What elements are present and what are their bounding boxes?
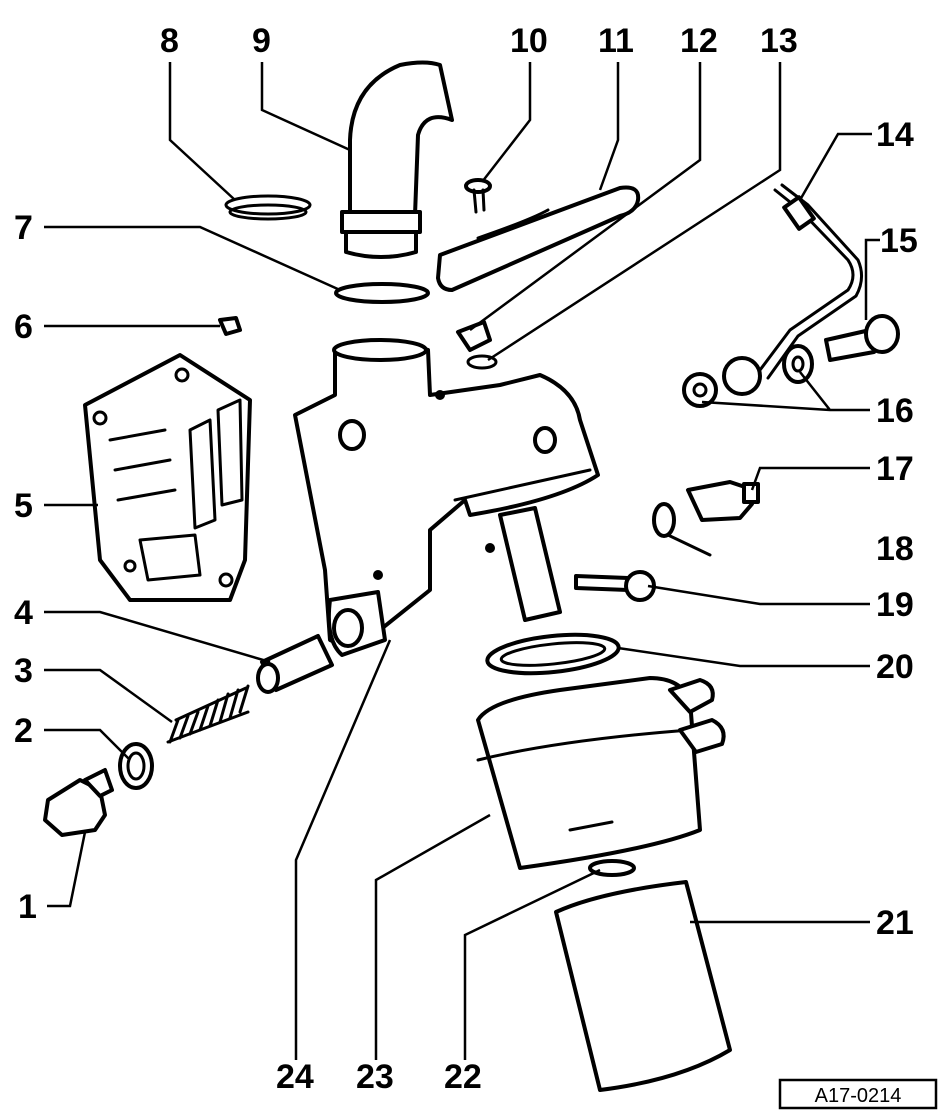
callout-18: 18	[876, 530, 914, 568]
part-21-filter	[554, 880, 732, 1092]
callout-15: 15	[880, 222, 918, 260]
part-9-elbow-pipe	[340, 60, 454, 259]
callout-1: 1	[18, 888, 37, 926]
callout-6: 6	[14, 308, 33, 346]
callout-22: 22	[444, 1058, 482, 1096]
callout-12: 12	[680, 22, 718, 60]
callout-4: 4	[14, 594, 33, 632]
part-11-hose	[436, 185, 641, 292]
callout-8: 8	[160, 22, 179, 60]
part-15-bolt	[824, 314, 900, 362]
callout-16: 16	[876, 392, 914, 430]
part-3-spring	[166, 684, 250, 744]
part-1-plug	[43, 768, 114, 837]
callout-10: 10	[510, 22, 548, 60]
callout-7: 7	[14, 209, 33, 247]
part-7-o-ring	[334, 282, 430, 304]
callout-24: 24	[276, 1058, 314, 1096]
part-4-sleeve	[256, 634, 334, 694]
callout-21: 21	[876, 904, 914, 942]
callout-23: 23	[356, 1058, 394, 1096]
callout-3: 3	[14, 652, 33, 690]
callout-19: 19	[876, 586, 914, 624]
part-16-seals	[682, 344, 814, 408]
callout-14: 14	[876, 116, 914, 154]
part-2-seal	[118, 742, 154, 790]
part-19-bolt	[574, 570, 656, 602]
part-13-ring	[466, 354, 498, 370]
callout-5: 5	[14, 487, 33, 525]
callout-9: 9	[252, 22, 271, 60]
part-17-sender	[686, 480, 760, 522]
reference-code-box: A17-0214	[778, 1078, 938, 1110]
callout-2: 2	[14, 712, 33, 750]
part-18-seal	[652, 502, 712, 557]
callout-13: 13	[760, 22, 798, 60]
part-22-ring	[588, 859, 636, 877]
part-6-plug	[218, 316, 242, 336]
callout-11: 11	[598, 22, 634, 60]
reference-code: A17-0214	[815, 1085, 902, 1107]
callout-labels: 1 2 3 4 5 6 7 8 9 10 11 12 13 14 15 16 1…	[14, 22, 918, 1096]
part-20-gasket	[485, 632, 621, 676]
leader-lines	[44, 62, 880, 1060]
part-14-oil-line	[722, 183, 863, 396]
callout-20: 20	[876, 648, 914, 686]
part-10-screw	[464, 178, 492, 214]
part-5-gasket	[83, 353, 252, 602]
part-24-pipe	[498, 506, 562, 622]
callout-17: 17	[876, 450, 914, 488]
part-23-oil-cooler	[476, 676, 726, 870]
part-8-clip	[224, 194, 312, 221]
part-24-filter-housing	[293, 338, 600, 657]
